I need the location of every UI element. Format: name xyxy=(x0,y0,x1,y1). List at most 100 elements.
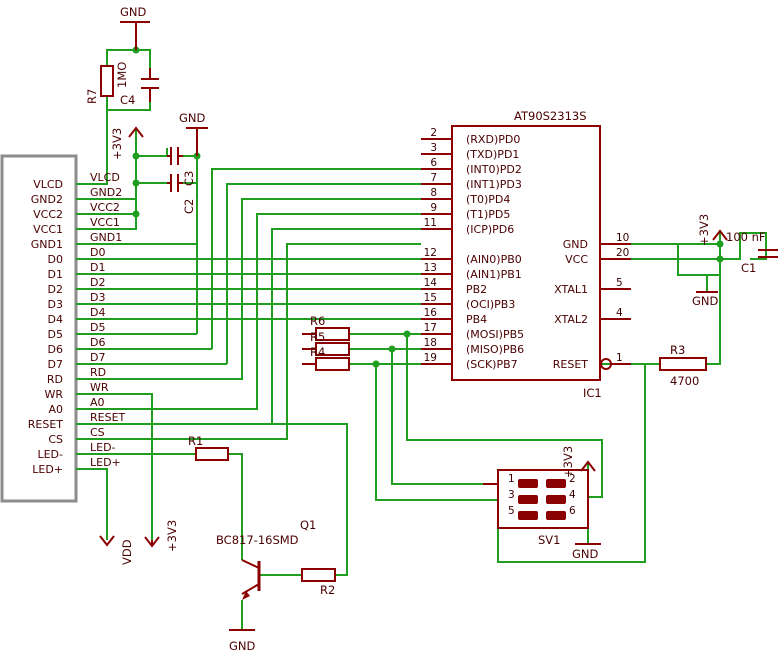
net-label-led: LED- xyxy=(90,441,116,454)
ic1-name: AT90S2313S xyxy=(514,109,587,123)
ic1-pin-num-18: 18 xyxy=(424,337,437,349)
ic1-pin-num-7: 7 xyxy=(430,172,437,184)
sv1-pin-6: 6 xyxy=(569,505,576,517)
ic1-pin-num-8: 8 xyxy=(430,187,437,199)
r3-resistor xyxy=(659,357,707,371)
ic1-pin-num-13: 13 xyxy=(424,262,437,274)
v33-label-lcd: +3V3 xyxy=(165,520,179,552)
v33-label-c1: +3V3 xyxy=(697,214,711,246)
r2-label: R2 xyxy=(320,583,335,597)
r4-resistor xyxy=(315,357,350,371)
gnd-label-q1: GND xyxy=(229,639,256,653)
sv1-header xyxy=(497,469,589,529)
ic1-pin-num-3: 3 xyxy=(430,142,437,154)
ic1-pin-num-17: 17 xyxy=(424,322,437,334)
net-label-vcc2: VCC2 xyxy=(90,201,120,214)
net-label-vcc1: VCC1 xyxy=(90,216,120,229)
c2-label: C2 xyxy=(182,199,196,214)
r7-value: 1MO xyxy=(115,62,129,88)
lcd-pin-d1: D1 xyxy=(48,268,63,281)
net-label-d6: D6 xyxy=(90,336,105,349)
lcd-pin-gnd2: GND2 xyxy=(31,193,63,206)
ic1-pin-name-16: PB4 xyxy=(466,313,487,326)
ic1-pin-num-14: 14 xyxy=(424,277,438,289)
r4-label: R4 xyxy=(310,345,325,359)
c1-value: 100 nF xyxy=(726,230,766,244)
ic1-pin-name-7: (INT1)PD3 xyxy=(466,178,522,191)
r3-value: 4700 xyxy=(670,374,699,388)
ic1-pin-num-12: 12 xyxy=(424,247,437,259)
ic1-pin-num-19: 19 xyxy=(424,352,437,364)
lcd-pin-led: LED- xyxy=(37,448,63,461)
ic1-pin-name-8: (T0)PD4 xyxy=(466,193,510,206)
r1-label: R1 xyxy=(188,434,203,448)
ic1-ref: IC1 xyxy=(583,386,602,400)
lcd-pin-rd: RD xyxy=(47,373,63,386)
net-label-d7: D7 xyxy=(90,351,105,364)
ic1-pin-name-2: (RXD)PD0 xyxy=(466,133,520,146)
r2-resistor xyxy=(301,568,336,582)
ic1-pin-name-10: GND xyxy=(563,238,588,251)
ic1-pin-num-2: 2 xyxy=(430,127,437,139)
gnd-label-top: GND xyxy=(120,5,147,19)
lcd-pin-d3: D3 xyxy=(48,298,63,311)
r6-label: R6 xyxy=(310,314,325,328)
ic1-pin-name-11: (ICP)PD6 xyxy=(466,223,514,236)
ic1-left-pins: 2(RXD)PD03(TXD)PD16(INT0)PD27(INT1)PD38(… xyxy=(424,127,525,371)
vdd-label: VDD xyxy=(120,539,134,565)
ic1-pin-num-5: 5 xyxy=(616,277,623,289)
ic1-pin-name-5: XTAL1 xyxy=(554,283,588,296)
sv1-pads xyxy=(518,479,566,520)
lcd-pin-a0: A0 xyxy=(48,403,63,416)
sv1-pin-4: 4 xyxy=(569,489,576,501)
ic1-pin-name-6: (INT0)PD2 xyxy=(466,163,522,176)
lcd-pin-vcc1: VCC1 xyxy=(33,223,63,236)
lcd-pin-wr: WR xyxy=(44,388,63,401)
r3-label: R3 xyxy=(670,343,685,357)
net-label-led: LED+ xyxy=(90,456,121,469)
c4-label: C4 xyxy=(120,93,135,107)
ic1-pin-num-16: 16 xyxy=(424,307,438,319)
ic1-pin-name-17: (MOSI)PB5 xyxy=(466,328,524,341)
ic1-pin-num-10: 10 xyxy=(616,232,629,244)
r7-resistor xyxy=(100,65,114,97)
net-label-rd: RD xyxy=(90,366,106,379)
ic1-pin-name-9: (T1)PD5 xyxy=(466,208,510,221)
ic1-pin-name-19: (SCK)PB7 xyxy=(466,358,518,371)
ic1-pin-name-20: VCC xyxy=(565,253,588,266)
c1-label: C1 xyxy=(741,261,756,275)
ic1-pin-num-6: 6 xyxy=(430,157,437,169)
net-label-gnd1: GND1 xyxy=(90,231,122,244)
gnd-label-c3: GND xyxy=(179,111,206,125)
sv1-label: SV1 xyxy=(538,533,560,547)
net-label-d4: D4 xyxy=(90,306,105,319)
c3-label: C3 xyxy=(182,171,196,186)
gnd-label-ic: GND xyxy=(692,294,719,308)
sv1-pin-1: 1 xyxy=(508,473,515,485)
ic1-pin-num-11: 11 xyxy=(424,217,437,229)
sv1-pin-3: 3 xyxy=(508,489,515,501)
net-label-wr: WR xyxy=(90,381,109,394)
net-label-d1: D1 xyxy=(90,261,105,274)
v33-label-c4: +3V3 xyxy=(110,128,124,160)
lcd-pin-d4: D4 xyxy=(48,313,63,326)
lcd-pin-reset: RESET xyxy=(28,418,64,431)
net-label-reset: RESET xyxy=(90,411,126,424)
ic1-pin-name-13: (AIN1)PB1 xyxy=(466,268,522,281)
ic1-pin-name-12: (AIN0)PB0 xyxy=(466,253,522,266)
ic1-pin-num-9: 9 xyxy=(430,202,437,214)
lcd-pin-led: LED+ xyxy=(32,463,63,476)
lcd-pin-d6: D6 xyxy=(48,343,63,356)
net-label-a0: A0 xyxy=(90,396,105,409)
lcd-pin-cs: CS xyxy=(48,433,63,446)
ic1-pin-name-14: PB2 xyxy=(466,283,487,296)
q1-type: BC817-16SMD xyxy=(216,533,299,547)
ic1-pin-num-15: 15 xyxy=(424,292,437,304)
net-label-vlcd: VLCD xyxy=(90,171,120,184)
q1-label: Q1 xyxy=(300,518,316,532)
ic1-pin-name-15: (OCI)PB3 xyxy=(466,298,515,311)
lcd-pin-d5: D5 xyxy=(48,328,63,341)
ic1-pin-name-1: RESET xyxy=(553,358,589,371)
